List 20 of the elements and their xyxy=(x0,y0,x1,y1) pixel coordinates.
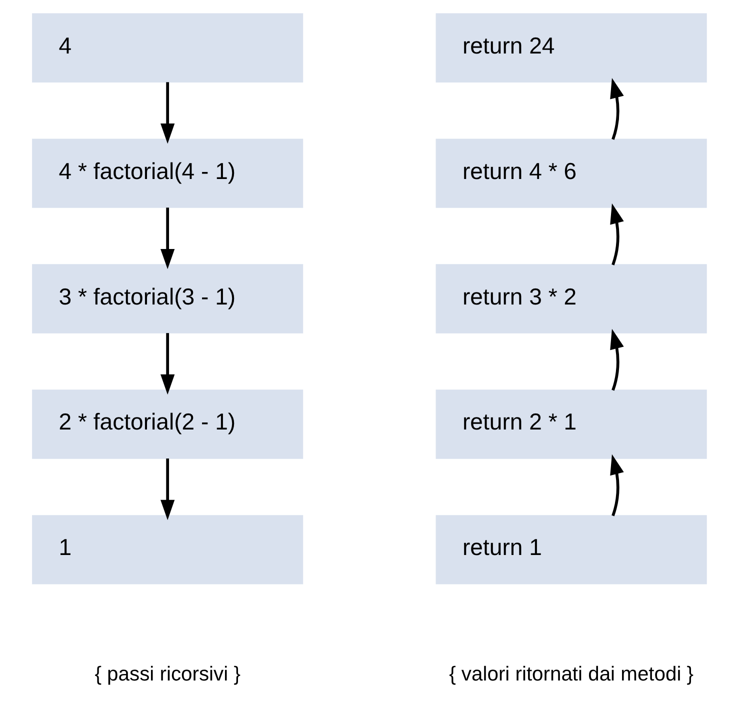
node-box: 4 * factorial(4 - 1) xyxy=(32,138,303,208)
node-box: return 24 xyxy=(435,13,706,82)
arrow xyxy=(610,78,624,140)
label: { valori ritornati dai metodi } xyxy=(448,663,694,686)
arrow xyxy=(160,82,174,144)
arrow xyxy=(610,454,624,516)
node-box: return 3 * 2 xyxy=(435,264,706,334)
node-box: 1 xyxy=(32,515,303,584)
node-box: return 2 * 1 xyxy=(435,390,706,459)
arrow xyxy=(610,203,624,266)
arrow xyxy=(160,458,174,520)
arrow xyxy=(160,333,174,395)
arrow xyxy=(610,328,624,391)
node-box: 2 * factorial(2 - 1) xyxy=(32,390,303,459)
node-box: return 1 xyxy=(435,515,706,584)
node-box: 4 xyxy=(32,13,303,82)
node-box: 3 * factorial(3 - 1) xyxy=(32,264,303,334)
node-box: return 4 * 6 xyxy=(435,138,706,208)
arrow xyxy=(160,208,174,270)
label: { passi ricorsivi } xyxy=(94,663,240,686)
